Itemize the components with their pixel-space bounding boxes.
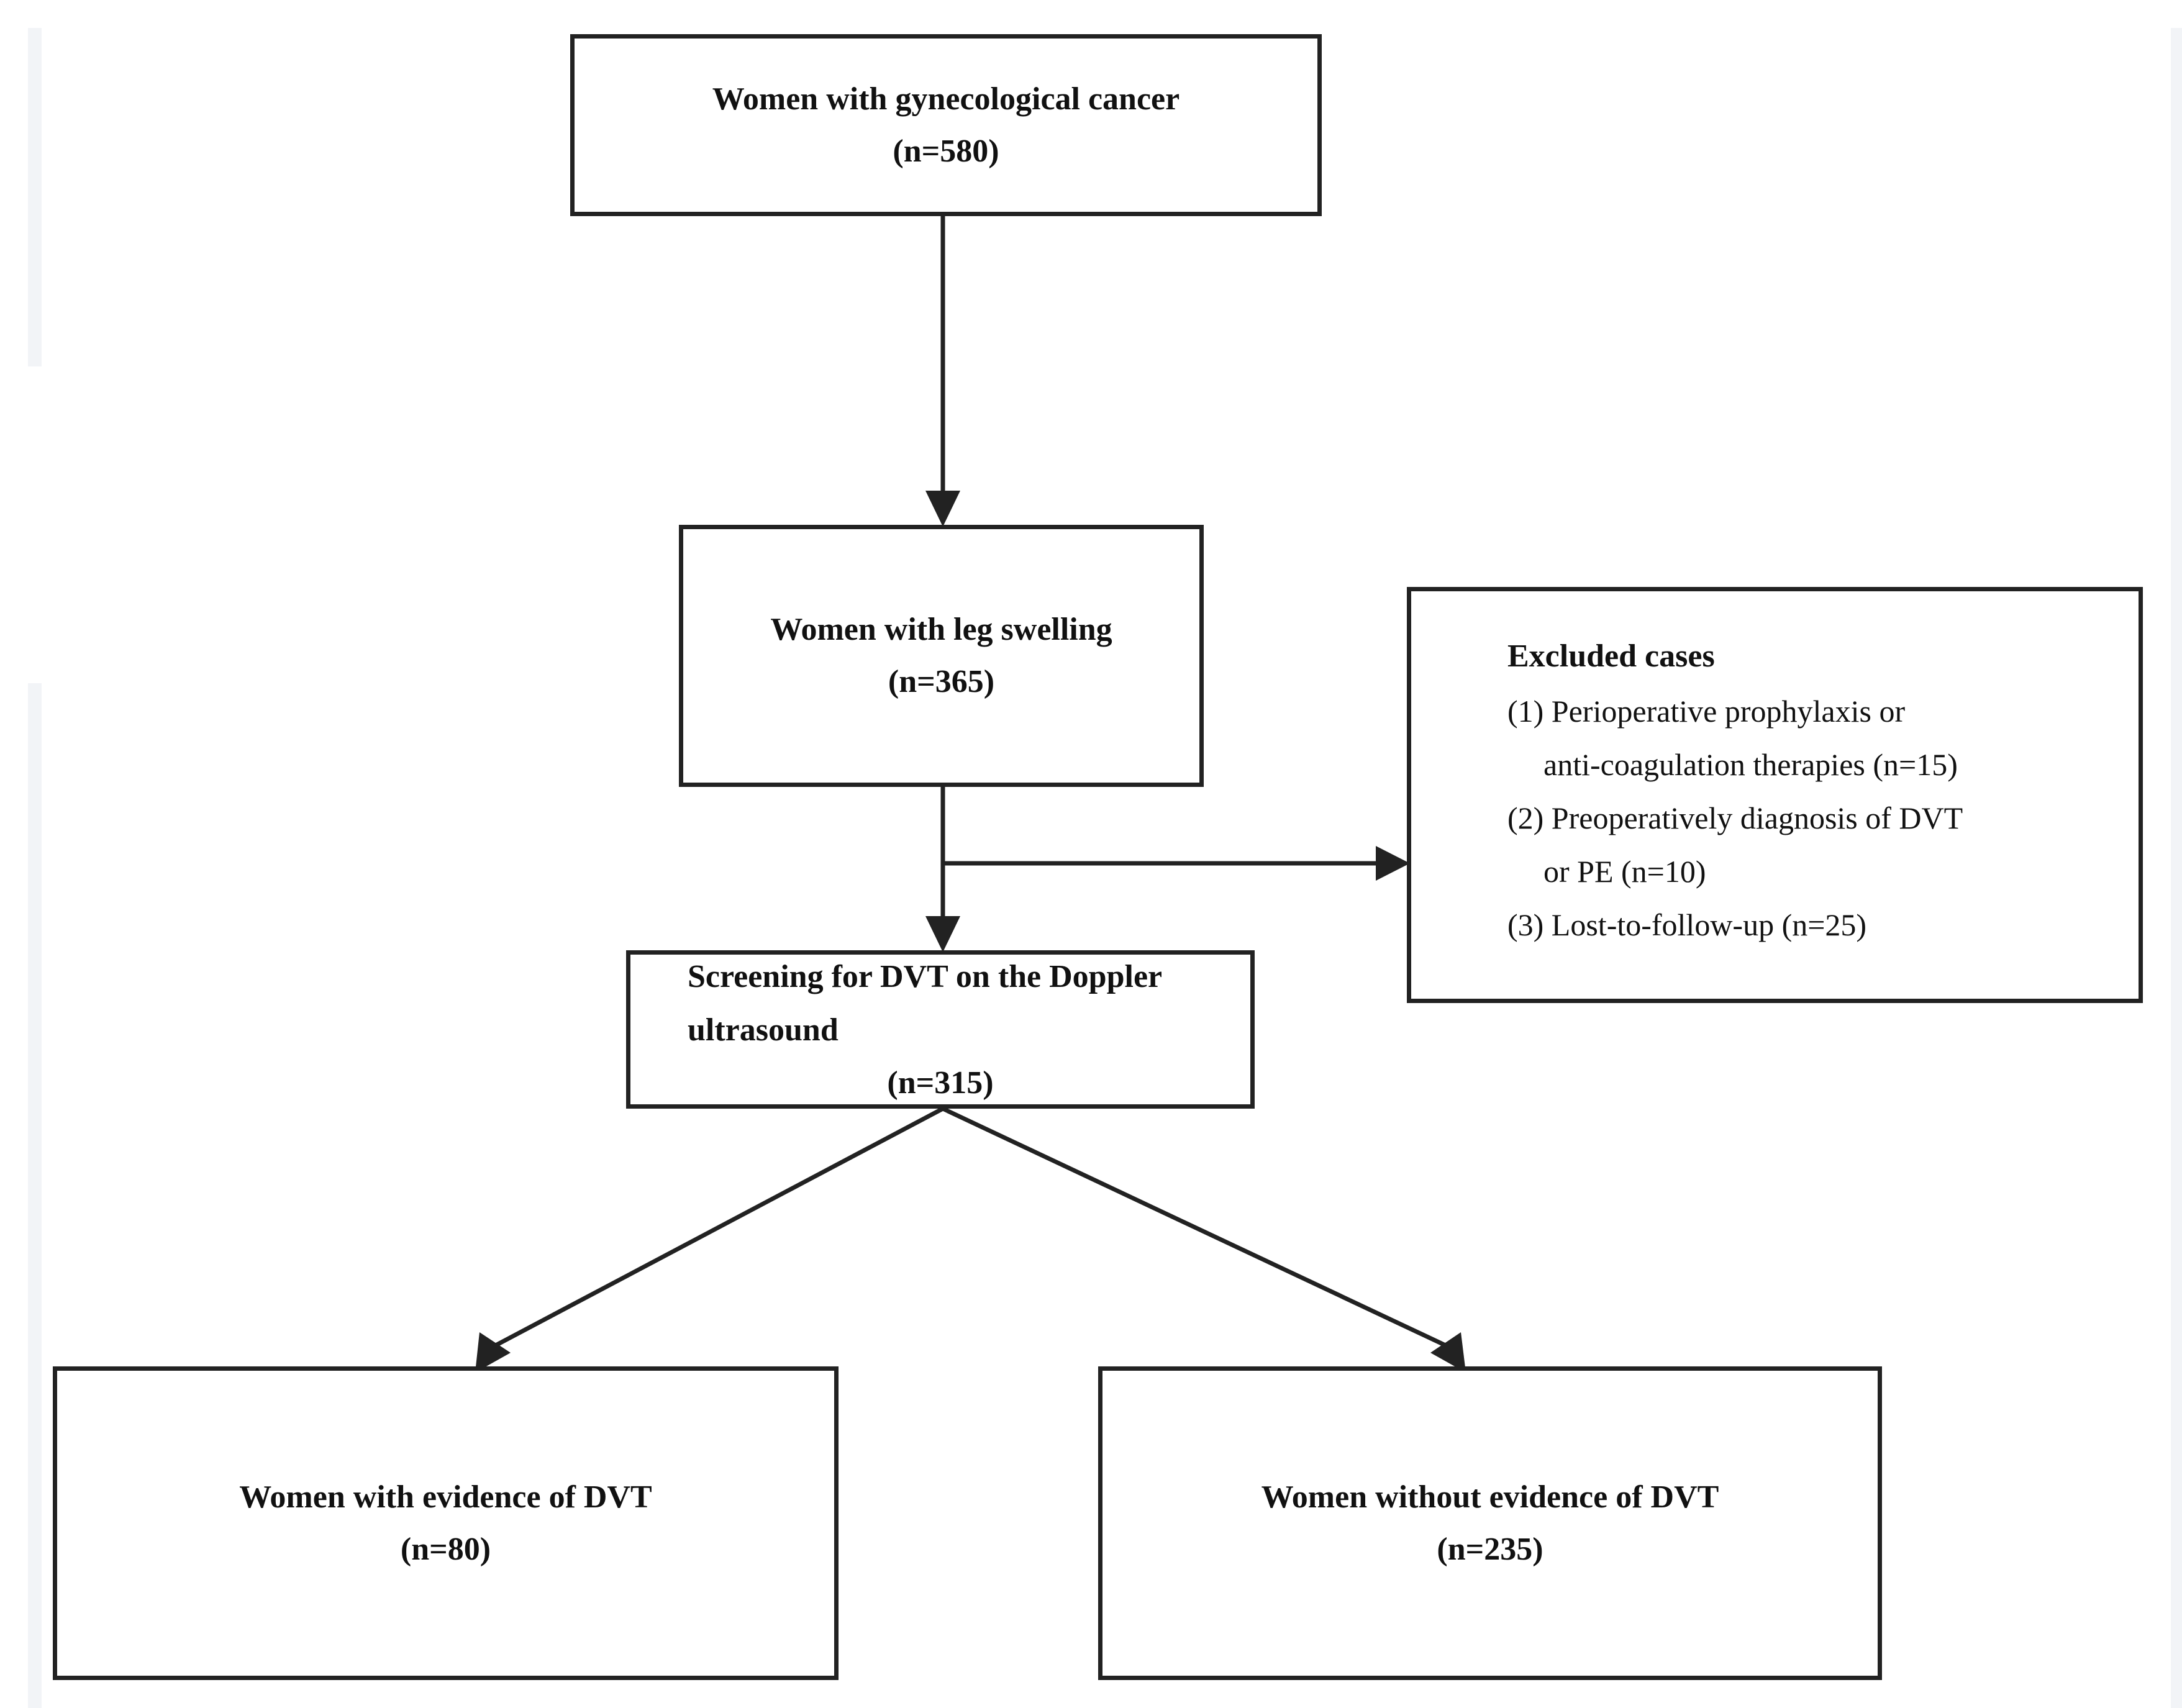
arrowhead-to-excluded	[1376, 846, 1410, 881]
excluded-item-1-line-2: anti-coagulation therapies (n=15)	[1543, 747, 1958, 782]
box-count: (n=80)	[400, 1531, 491, 1567]
right-edge-strip	[2171, 28, 2182, 1708]
excluded-item-2-line-2: or PE (n=10)	[1543, 854, 1706, 889]
box-gynecological-cancer: Women with gynecological cancer (n=580)	[570, 34, 1322, 216]
arrow-line-screening-to-positive	[494, 1106, 946, 1348]
box-excluded-cases: Excluded cases (1) Perioperative prophyl…	[1407, 587, 2143, 1003]
box-count: (n=315)	[887, 1065, 994, 1101]
box-count: (n=235)	[1437, 1531, 1543, 1567]
box-dvt-negative: Women without evidence of DVT (n=235)	[1098, 1366, 1882, 1680]
box-count: (n=580)	[893, 133, 999, 169]
box-title-line-1: Screening for DVT on the Doppler	[688, 958, 1163, 994]
arrowhead-to-leg-swelling	[925, 491, 960, 527]
arrowhead-to-dvt-positive	[475, 1332, 511, 1373]
box-dvt-positive: Women with evidence of DVT (n=80)	[53, 1366, 839, 1680]
box-title: Women with evidence of DVT	[239, 1479, 652, 1515]
box-title-line-2: ultrasound	[688, 1012, 839, 1048]
excluded-item-1-line-1: (1) Perioperative prophylaxis or	[1507, 694, 1906, 729]
box-title: Women with leg swelling	[770, 612, 1112, 647]
excluded-item-3-line-1: (3) Lost-to-follow-up (n=25)	[1507, 907, 1867, 942]
box-title: Women with gynecological cancer	[712, 81, 1180, 117]
arrow-line-screening-to-negative	[940, 1106, 1447, 1348]
left-edge-strip-bottom	[28, 683, 42, 1708]
excluded-item-2-line-1: (2) Preoperatively diagnosis of DVT	[1507, 801, 1963, 835]
arrowhead-to-screening	[925, 916, 960, 952]
box-count: (n=365)	[888, 664, 995, 699]
arrowhead-to-dvt-negative	[1430, 1332, 1466, 1373]
excluded-title: Excluded cases	[1507, 638, 1715, 674]
box-title: Women without evidence of DVT	[1261, 1479, 1719, 1515]
box-dvt-screening: Screening for DVT on the Doppler ultrasou…	[626, 950, 1255, 1109]
left-edge-strip-top	[28, 28, 42, 366]
box-leg-swelling: Women with leg swelling (n=365)	[679, 525, 1204, 787]
box-title: Screening for DVT on the Doppler ultrasou…	[630, 950, 1162, 1057]
